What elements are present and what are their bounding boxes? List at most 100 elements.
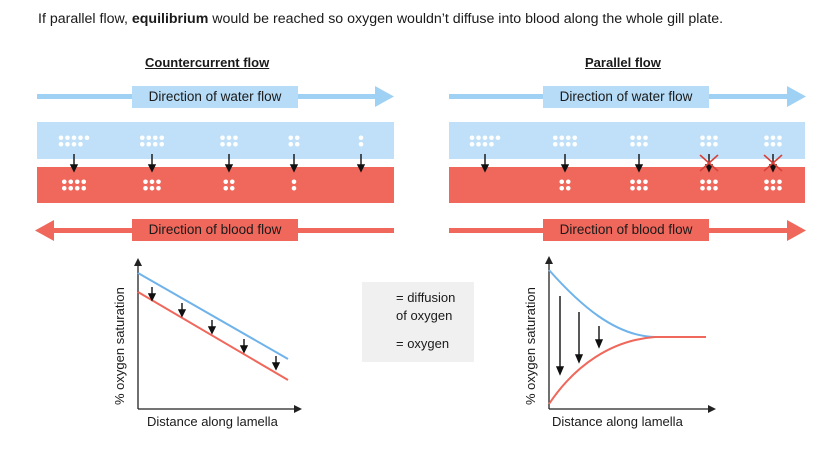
water-oxygen-dot [559, 135, 565, 141]
blood-oxygen-dot [559, 185, 565, 191]
water-oxygen-dot [770, 141, 776, 147]
blood-oxygen-dot [61, 179, 67, 185]
cc-water-label: Direction of water flow [132, 86, 298, 108]
water-oxygen-dot [552, 135, 558, 141]
water-oxygen-dot [764, 135, 769, 141]
water-oxygen-dot [495, 135, 501, 141]
water-oxygen-dot [706, 135, 712, 141]
parallel-title: Parallel flow [585, 55, 661, 70]
water-oxygen-dot [764, 141, 769, 147]
blood-oxygen-dot [713, 179, 718, 185]
blood-oxygen-dot [643, 179, 648, 185]
water-oxygen-dot [572, 135, 578, 141]
cc-blood-line [137, 291, 289, 381]
blood-oxygen-dot [713, 185, 718, 191]
blood-oxygen-dot [643, 185, 648, 191]
water-oxygen-dot [65, 135, 70, 141]
water-oxygen-dot [572, 141, 578, 147]
legend-box [362, 282, 474, 362]
blood-oxygen-dot [81, 179, 87, 185]
water-oxygen-dot [552, 141, 558, 147]
water-oxygen-dot [78, 135, 83, 141]
water-oxygen-dot [71, 141, 77, 147]
blood-oxygen-dot [706, 179, 712, 185]
water-oxygen-dot [233, 135, 238, 141]
water-oxygen-dot [294, 141, 300, 147]
blood-oxygen-dot [68, 179, 74, 185]
blood-oxygen-dot [770, 185, 776, 191]
blood-oxygen-dot [636, 179, 642, 185]
pf-diffusion-arrows [480, 154, 783, 173]
blood-oxygen-dot [565, 179, 571, 185]
water-oxygen-dot [152, 141, 158, 147]
water-oxygen-dot [565, 141, 571, 147]
diffusion-arrow [356, 154, 366, 173]
water-oxygen-dot [706, 141, 712, 147]
blood-oxygen-dot [777, 185, 782, 191]
water-oxygen-dot [469, 135, 475, 141]
water-oxygen-dot [294, 135, 300, 141]
water-oxygen-dot [358, 141, 364, 147]
blood-oxygen-dot [223, 179, 229, 185]
blood-oxygen-dot [74, 179, 80, 185]
blood-oxygen-dot [559, 179, 565, 185]
blood-oxygen-dot [777, 179, 782, 185]
water-oxygen-dot [777, 135, 782, 141]
cc-blood-band [37, 167, 394, 203]
water-oxygen-dot [139, 141, 145, 147]
blood-oxygen-dot [156, 179, 161, 185]
pf-y-axis-arrowhead [545, 256, 553, 264]
pf-water-curve [548, 269, 706, 338]
blood-oxygen-dot [700, 179, 705, 185]
pf-blood-label: Direction of blood flow [543, 219, 709, 241]
pf-graph [545, 256, 716, 413]
pf-water-band [449, 122, 805, 159]
water-oxygen-dot [159, 141, 165, 147]
cc-y-axis-label: % oxygen saturation [112, 287, 127, 405]
water-oxygen-dot [84, 135, 90, 141]
water-oxygen-dot [469, 141, 475, 147]
cc-x-axis-label: Distance along lamella [147, 414, 278, 429]
blood-oxygen-dot [291, 179, 297, 185]
water-oxygen-dot [700, 141, 705, 147]
water-oxygen-dot [713, 141, 718, 147]
water-oxygen-dot [476, 135, 481, 141]
legend-diffusion-text-1: = diffusion [396, 290, 456, 305]
water-oxygen-dot [630, 141, 635, 147]
diffusion-arrow [634, 154, 644, 173]
water-oxygen-dot [700, 135, 705, 141]
blood-oxygen-dot [143, 179, 148, 185]
water-oxygen-dot [58, 135, 64, 141]
blood-oxygen-dot [770, 179, 776, 185]
pf-x-axis-arrowhead [708, 405, 716, 413]
blood-oxygen-dot [74, 185, 80, 191]
water-oxygen-dot [233, 141, 238, 147]
water-oxygen-dot [288, 135, 294, 141]
blood-oxygen-dot [68, 185, 74, 191]
blood-oxygen-dot [223, 185, 229, 191]
pf-oxygen-dots [469, 135, 782, 191]
water-oxygen-dot [482, 135, 488, 141]
blood-oxygen-dot [636, 185, 642, 191]
countercurrent-title: Countercurrent flow [145, 55, 270, 70]
water-oxygen-dot [226, 141, 232, 147]
water-oxygen-dot [777, 141, 782, 147]
legend-oxygen-text: = oxygen [396, 336, 450, 351]
water-oxygen-dot [643, 141, 648, 147]
legend-diffusion-text-2: of oxygen [396, 308, 453, 323]
diffusion-arrow [224, 154, 234, 173]
water-oxygen-dot [770, 135, 776, 141]
water-oxygen-dot [565, 135, 571, 141]
blood-oxygen-dot [149, 185, 155, 191]
water-oxygen-dot [489, 135, 494, 141]
blood-oxygen-dot [229, 179, 235, 185]
cc-oxygen-dots [58, 135, 364, 191]
cc-diffusion-arrows [69, 154, 366, 173]
water-oxygen-dot [559, 141, 565, 147]
blood-oxygen-dot [149, 179, 155, 185]
water-oxygen-dot [358, 135, 364, 141]
blood-oxygen-dot [630, 185, 635, 191]
pf-x-axis-label: Distance along lamella [552, 414, 683, 429]
water-oxygen-dot [630, 135, 635, 141]
blood-oxygen-dot [291, 185, 297, 191]
